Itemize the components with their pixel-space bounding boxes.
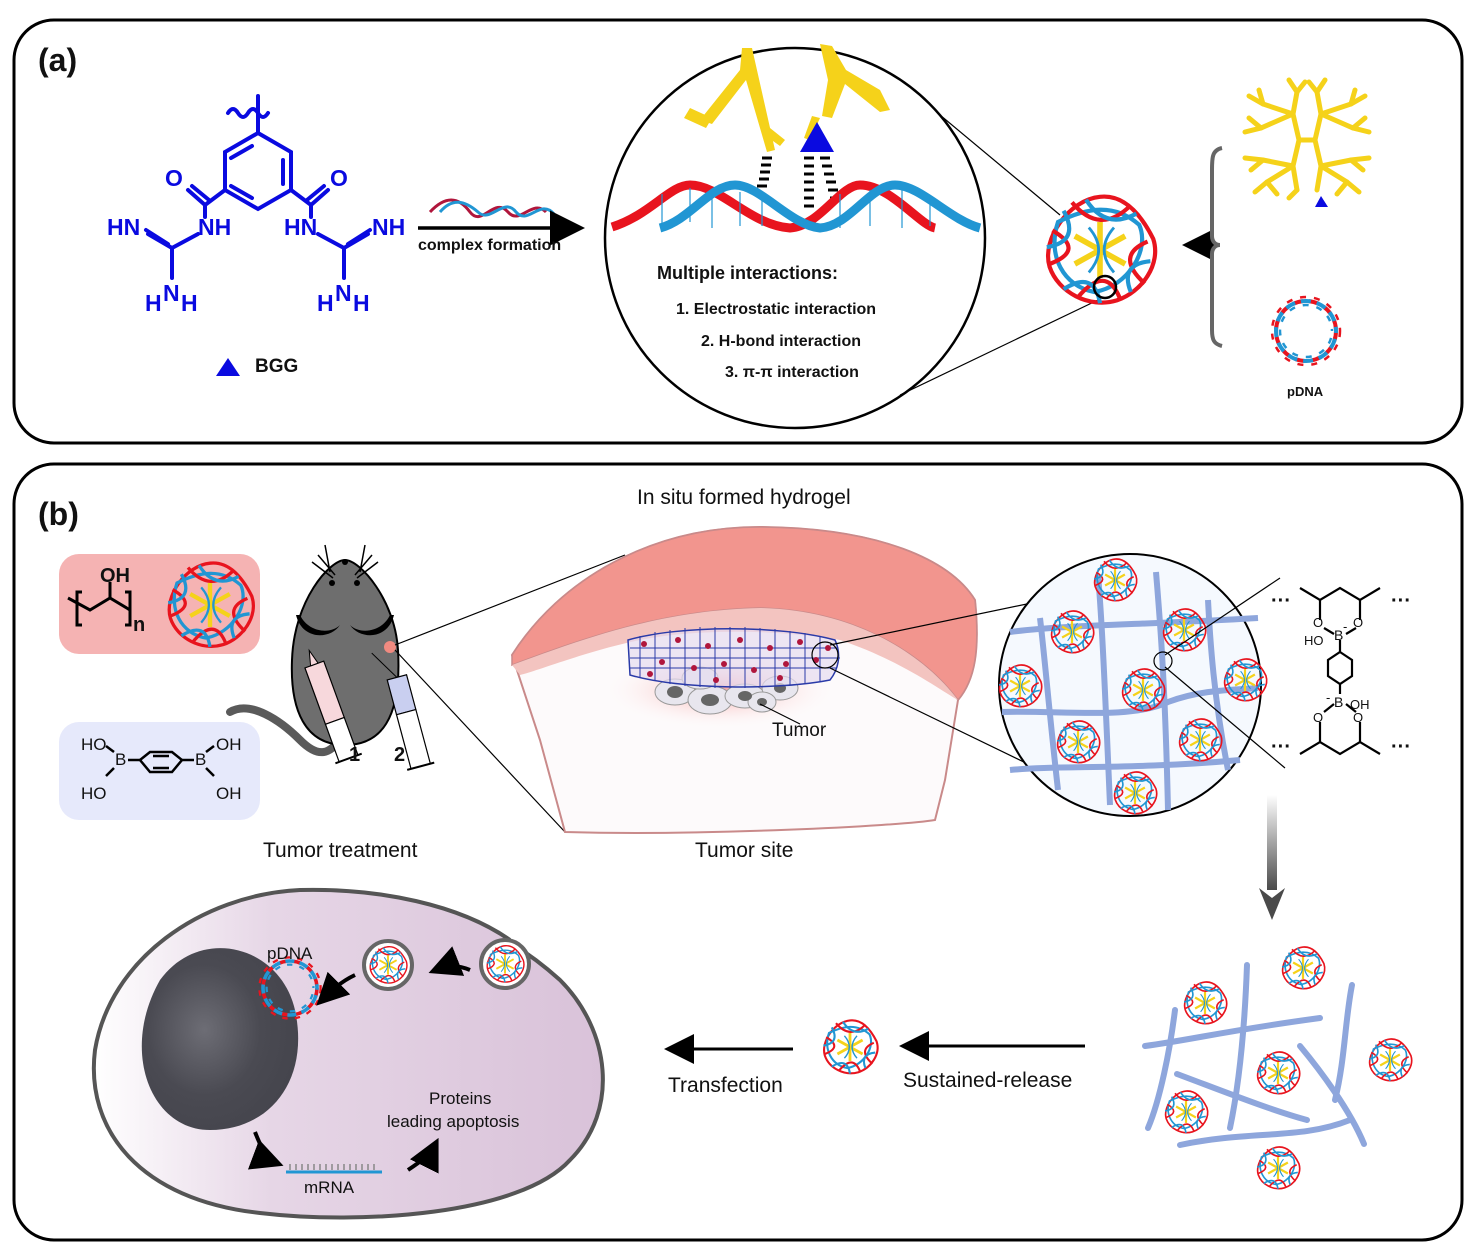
crosslink-o: O [1353,615,1364,630]
panel-b-label: (b) [38,496,79,532]
complex-formation-arrow [418,198,585,246]
pva-structure [67,582,132,627]
tumor-label: Tumor [772,720,827,741]
proteins-label-line2: leading apoptosis [387,1112,520,1131]
endosome-1 [362,939,414,991]
interaction-item: 3. π-π interaction [725,364,859,381]
pdna-label: pDNA [1287,384,1324,399]
bgg-atom-o-left: O [165,165,183,191]
release-down-arrow [1259,795,1285,920]
bgg-triangle-icon [216,358,240,376]
bgg-atom-h: H [145,290,162,316]
crosslink-structure [1299,586,1381,756]
bdba-b2: B [195,750,207,769]
crosslink-o: O [1353,710,1364,725]
crosslink-dots: ··· [1271,736,1291,758]
bgg-atom-hn-right: HN [284,214,318,240]
hydrogel-title: In situ formed hydrogel [637,486,851,509]
bdba-oh-2: OH [216,784,242,803]
crosslink-ho: HO [1304,633,1324,648]
bdba-structure [105,745,215,777]
crosslink-dots: ··· [1271,590,1291,612]
complex-formation-label: complex formation [418,237,562,254]
crosslink-dots: ··· [1391,590,1411,612]
interaction-item: 2. H-bond interaction [701,333,861,350]
crosslink-b: B [1334,627,1344,643]
bgg-atom-h: H [353,290,370,316]
bgg-label: BGG [255,356,299,377]
cell-pdna-label: pDNA [267,944,313,963]
degraded-network [1142,945,1413,1191]
crosslink-o: O [1313,615,1324,630]
sustained-release-label: Sustained-release [903,1069,1073,1092]
bgg-atom-nh-right: NH [372,214,406,240]
bdba-b1: B [115,750,127,769]
multiple-interactions-title: Multiple interactions: [657,263,839,283]
zoom-origin-circle [1092,274,1118,300]
bdba-oh-1: OH [216,735,242,754]
crosslink-minus: - [1326,690,1331,705]
dendrimer-icon [1242,77,1372,201]
bgg-atom-n: N [163,280,180,306]
tumor-site-illustration [510,525,1071,834]
bgg-atom-hn-left: HN [107,214,141,240]
curly-brace [1210,146,1223,348]
bdba-ho-2: HO [81,784,107,803]
bgg-atom-n: N [335,280,352,306]
hydrogel-zoom-circle [997,553,1286,817]
bgg-atom-h: H [317,290,334,316]
endosome-2 [479,938,531,990]
pva-oh: OH [100,565,130,587]
bgg-triangle-icon [1315,196,1328,207]
bgg-structure [144,94,372,280]
bgg-atom-h: H [181,290,198,316]
panel-a-label: (a) [38,42,78,78]
transfection-label: Transfection [668,1074,783,1097]
crosslink-oh: OH [1350,697,1370,712]
cell-illustration [91,887,605,1220]
bdba-ho-1: HO [81,735,107,754]
syringe-label-2: 2 [394,744,406,766]
tumor-dot [384,641,396,653]
pva-n: n [133,614,146,636]
bgg-atom-nh-left: NH [198,214,232,240]
crosslink-dots: ··· [1391,736,1411,758]
syringe-label-1: 1 [349,744,361,766]
interaction-zoom-circle [603,44,1099,430]
tumor-treatment-label: Tumor treatment [263,839,418,862]
tumor-site-label: Tumor site [695,839,794,862]
bgg-atom-o-right: O [330,165,348,191]
bgg-triangle-icon [800,122,834,152]
interaction-item: 1. Electrostatic interaction [676,301,877,318]
mrna-strand [286,1164,382,1174]
proteins-label-line1: Proteins [429,1089,492,1108]
crosslink-minus: - [1343,619,1348,634]
mouse-illustration [226,544,626,833]
mrna-label: mRNA [304,1178,355,1197]
crosslink-o: O [1313,710,1324,725]
crosslink-b: B [1334,694,1344,710]
